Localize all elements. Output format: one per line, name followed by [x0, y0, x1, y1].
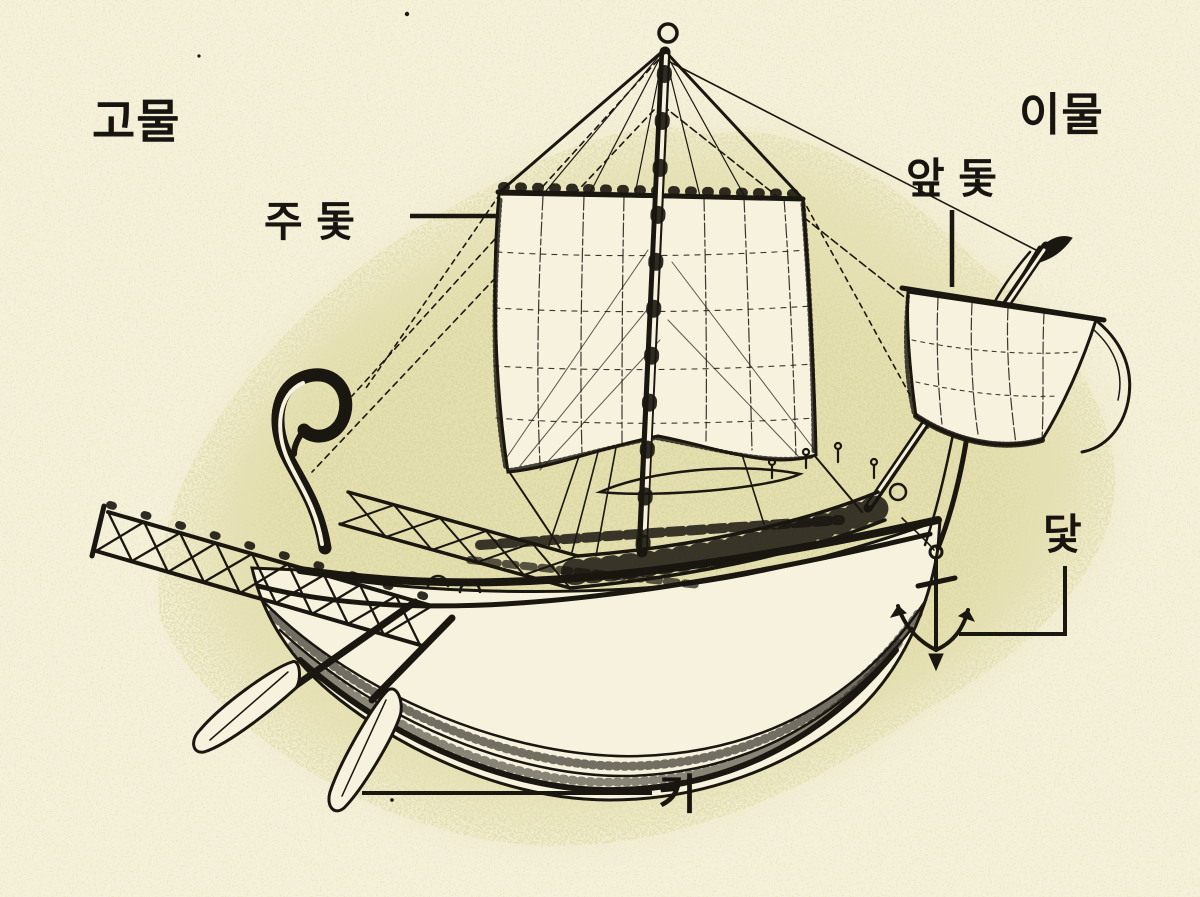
- stern-gallery: [89, 501, 438, 647]
- fore-sail-shape: [899, 285, 1107, 448]
- label-fore-sail: 앞 돛: [906, 155, 998, 202]
- leader-anchor: [959, 566, 1067, 636]
- label-main-sail: 주 돛: [264, 198, 356, 245]
- label-rudder: 키: [658, 771, 698, 818]
- main-yard: [495, 182, 806, 202]
- deck-details: [466, 441, 879, 589]
- anchor-drawing: [889, 517, 976, 672]
- main-mast: [635, 22, 679, 558]
- swan-neck-ornament: [271, 368, 353, 555]
- label-stern: 고물: [92, 95, 181, 148]
- steering-oars: [192, 598, 456, 813]
- ink-specks: [197, 11, 410, 802]
- label-anchor: 닻: [1043, 511, 1083, 558]
- poop-railing: [338, 490, 580, 594]
- label-bow: 이물: [1019, 89, 1104, 140]
- bow-bulwark: [561, 490, 895, 590]
